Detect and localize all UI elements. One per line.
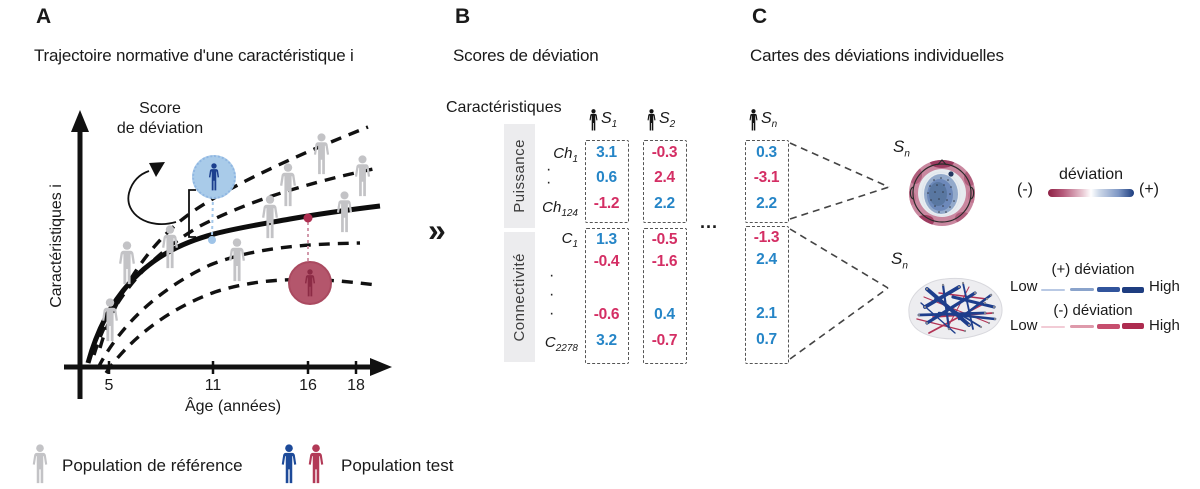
x-tick-18: 18 [347, 377, 365, 394]
matrix-cell: 0.4 [654, 306, 675, 323]
row-label-c1: C1 [561, 230, 578, 250]
legend-reference-person-icon [32, 444, 48, 484]
matrix-cell: 2.2 [756, 195, 777, 212]
matrix-cell: -1.2 [593, 195, 620, 212]
group-label-puissance: Puissance [504, 124, 535, 228]
reference-person-icon [119, 241, 135, 285]
matrix-cell: -0.7 [651, 332, 678, 349]
edge-weight-swatch [1070, 325, 1094, 328]
colorbar-gradient [1048, 189, 1134, 197]
edge-weight-swatch [1070, 288, 1094, 291]
reference-person-icon [162, 225, 178, 269]
row-label-c2278: C2278 [544, 334, 578, 354]
matrix-cell: -1.3 [753, 229, 780, 246]
brain-network-image [908, 277, 1003, 340]
score-box-s1-connectivite [585, 228, 629, 364]
topomap-sn-label: Sn [893, 137, 910, 160]
legend-test-red-person-icon [308, 444, 324, 484]
chevron-right-icon: » [428, 212, 446, 248]
matrix-cell: 3.2 [596, 332, 617, 349]
reference-person-icon [336, 191, 353, 233]
matrix-cell: -0.3 [651, 144, 678, 161]
panel-a-label: A [36, 5, 52, 28]
subject-icon [647, 109, 656, 131]
reference-person-icon [280, 163, 296, 207]
column-header-s1: S1 [601, 110, 618, 131]
edge-legend-pos-title: (+) déviation [1051, 261, 1135, 278]
column-header-sn: Sn [761, 110, 778, 131]
matrix-cell: -0.6 [593, 306, 620, 323]
matrix-cell: 0.6 [596, 169, 617, 186]
network-sn-label: Sn [891, 249, 908, 272]
matrix-cell: 3.1 [596, 144, 617, 161]
row-label-ch1: Ch1 [553, 145, 578, 165]
row-dots-puissance: ·· [546, 161, 552, 191]
score-box-s2-connectivite [643, 228, 687, 364]
panel-c-label: C [752, 5, 768, 28]
topomap-image [909, 159, 975, 226]
panel-c-title: Cartes des déviations individuelles [750, 46, 1004, 65]
panel-b-label: B [455, 5, 471, 28]
edge-weight-swatch [1041, 289, 1065, 291]
edge-legend-pos-low: Low [1010, 278, 1038, 295]
score-annotation-line2: de déviation [116, 120, 204, 137]
edge-weight-swatch [1097, 324, 1120, 329]
edge-weight-swatch [1041, 326, 1065, 328]
edge-legend-pos-high: High [1149, 278, 1180, 295]
panel-b-title: Scores de déviation [453, 46, 599, 65]
edge-weight-swatch [1122, 287, 1144, 293]
edge-weight-swatch [1122, 323, 1144, 329]
test-subject-red-badge [288, 261, 332, 305]
blue-person-icon [208, 163, 220, 191]
characteristics-header: Caractéristiques [446, 99, 562, 116]
ellipsis: ... [700, 212, 719, 232]
test-subject-blue-badge [192, 155, 236, 199]
reference-person-icon [313, 133, 330, 175]
red-person-icon [304, 269, 316, 297]
subject-icon [589, 109, 598, 131]
matrix-cell: 2.4 [654, 169, 675, 186]
group-label-connectivite-text: Connectivité [511, 252, 528, 342]
score-box-sn-connectivite [745, 226, 789, 364]
matrix-cell: 1.3 [596, 231, 617, 248]
edge-weight-swatch [1097, 287, 1120, 292]
score-box-s1-puissance [585, 140, 629, 223]
row-label-ch124: Ch124 [542, 199, 578, 219]
x-tick-16: 16 [299, 377, 317, 394]
group-label-connectivite: Connectivité [504, 232, 535, 362]
group-label-puissance-text: Puissance [511, 139, 528, 213]
subject-icon [749, 109, 758, 131]
reference-person-icon [354, 155, 371, 197]
colorbar-neg-label: (-) [1017, 181, 1033, 198]
matrix-cell: 0.3 [756, 144, 777, 161]
reference-person-icon [229, 238, 245, 282]
panel-a-title: Trajectoire normative d'une caractéristi… [34, 46, 354, 65]
y-axis-label: Caractéristiques i [48, 184, 65, 308]
x-tick-11: 11 [204, 377, 222, 394]
reference-person-icon [102, 298, 118, 342]
colorbar-title: déviation [1058, 166, 1124, 183]
legend-test-label: Population test [341, 456, 454, 475]
matrix-cell: 0.7 [756, 331, 777, 348]
edge-legend-neg-title: (-) déviation [1053, 302, 1133, 319]
matrix-cell: 2.4 [756, 251, 777, 268]
matrix-cell: -0.4 [593, 253, 620, 270]
matrix-cell: -0.5 [651, 231, 678, 248]
score-box-s2-puissance [643, 140, 687, 223]
score-box-sn-puissance [745, 140, 789, 223]
x-tick-5: 5 [104, 377, 114, 394]
matrix-cell: -1.6 [651, 253, 678, 270]
row-dots-connectivite: ··· [549, 267, 555, 322]
matrix-cell: -3.1 [753, 169, 780, 186]
legend-test-blue-person-icon [281, 444, 297, 484]
colorbar-pos-label: (+) [1139, 181, 1159, 198]
edge-legend-neg-low: Low [1010, 317, 1038, 334]
matrix-cell: 2.1 [756, 305, 777, 322]
edge-legend-neg-high: High [1149, 317, 1180, 334]
column-header-s2: S2 [659, 110, 676, 131]
x-axis-label: Âge (années) [184, 398, 282, 415]
score-annotation-line1: Score [139, 100, 181, 117]
matrix-cell: 2.2 [654, 195, 675, 212]
legend-reference-label: Population de référence [62, 456, 243, 475]
